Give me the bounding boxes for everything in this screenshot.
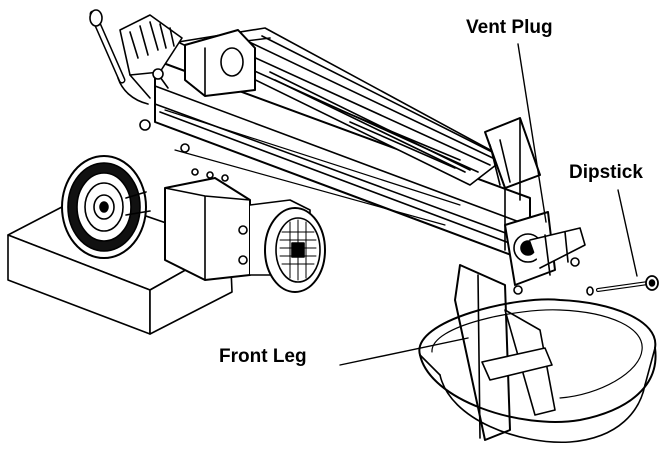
electric-motor: [139, 119, 326, 293]
beam-rib-lower: [174, 149, 446, 226]
dipstick-label: Dipstick: [569, 162, 643, 183]
front-leg-label: Front Leg: [219, 346, 307, 367]
control-handle: [89, 9, 183, 105]
wedge-blade: [484, 117, 541, 251]
catch-tray: [418, 298, 657, 444]
vent-plug-label: Vent Plug: [466, 17, 553, 38]
dipstick: [586, 189, 659, 296]
beam-rib: [164, 109, 461, 206]
wheel: [61, 155, 151, 259]
vent-plug-leader: [517, 43, 547, 223]
push-plate-housing: [184, 29, 256, 97]
front-leg: [339, 264, 556, 441]
dipstick-leader: [617, 189, 638, 277]
end-plate: [504, 211, 586, 295]
front-leg-leader: [339, 337, 469, 366]
